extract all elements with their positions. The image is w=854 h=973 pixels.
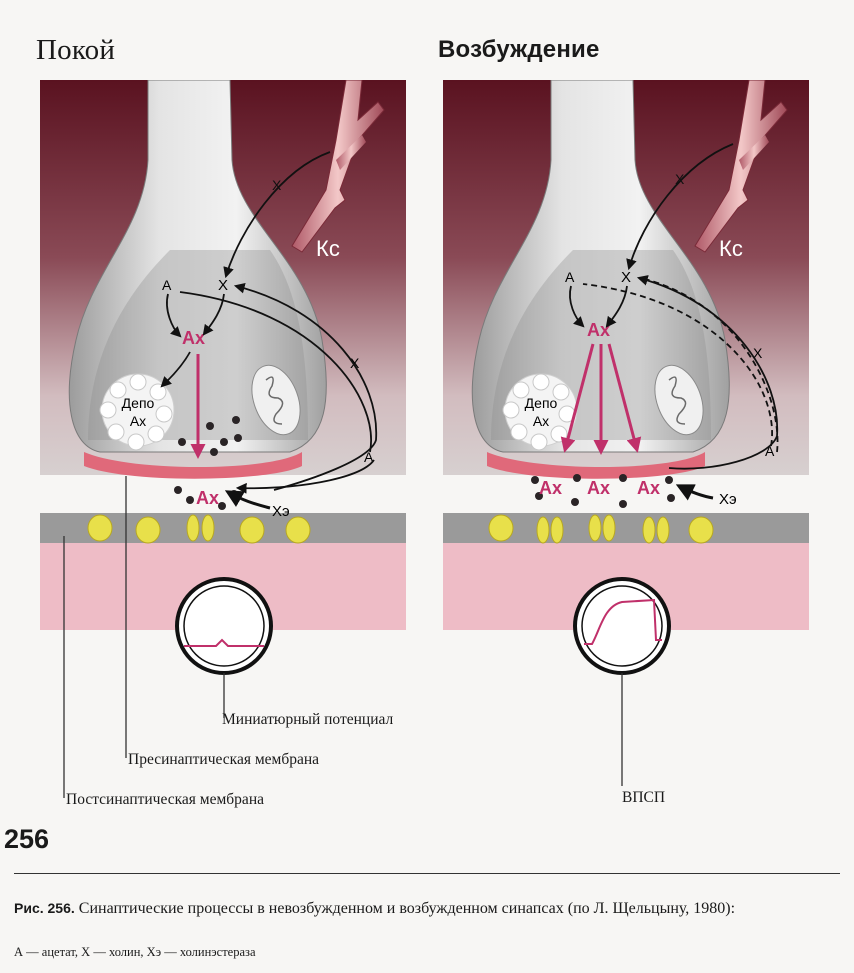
- miniature-potential-scope: [175, 577, 273, 675]
- acetate-label-loop: А: [765, 443, 775, 459]
- panel-excitation: Кс Депо Ах А Х Ах Ах Ах Ах Хэ Х Х А: [443, 80, 809, 630]
- caption-legend: А — ацетат, Х — холин, Хэ — холинэстераз…: [14, 945, 256, 959]
- depot-label-1: Депо: [525, 395, 558, 411]
- acetylcholine-label-cleft-3: Ах: [637, 478, 660, 498]
- cholinesterase-label: Хэ: [272, 503, 290, 520]
- acetate-label: А: [565, 269, 575, 285]
- capillary-label: Кс: [719, 236, 743, 261]
- presynaptic-membrane: [84, 452, 302, 479]
- mitochondrion: [654, 364, 704, 436]
- excitation-synapse-diagram: Кс Депо Ах А Х Ах Ах Ах Ах Хэ Х Х А: [443, 80, 809, 630]
- choline-label-capillary: Х: [675, 171, 685, 187]
- acetylcholine-label-terminal: Ах: [182, 328, 205, 348]
- capillary: [291, 80, 385, 253]
- acetylcholine-label-cleft: Ах: [196, 488, 219, 508]
- page-number: 256: [4, 824, 50, 854]
- caption-prefix: Рис. 256.: [14, 900, 75, 916]
- choline-label-capillary: Х: [272, 177, 282, 193]
- epsp-scope: [573, 577, 671, 675]
- acetylcholine-depot: [99, 373, 175, 451]
- cholinesterase-label: Хэ: [719, 491, 737, 508]
- leader-lines: [63, 476, 623, 798]
- reaction-arrows: [160, 151, 378, 510]
- acetylcholine-label-terminal: Ах: [587, 320, 610, 340]
- label-presynaptic-membrane: Пресинаптическая мембрана: [128, 751, 320, 768]
- choline-label-loop: Х: [753, 345, 763, 361]
- presynaptic-membrane: [487, 452, 705, 479]
- label-miniature-potential: Миниатюрный потенциал: [222, 711, 394, 728]
- label-postsynaptic-membrane: Постсинаптическая мембрана: [66, 791, 264, 808]
- choline-label-terminal: Х: [621, 269, 631, 286]
- label-epsp: ВПСП: [622, 789, 666, 806]
- title-excitation: Возбуждение: [438, 36, 600, 63]
- depot-label-2: Ах: [130, 413, 146, 429]
- receptor-channels: [488, 514, 714, 544]
- acetylcholine-depot: [502, 373, 578, 451]
- title-rest: Покой: [36, 34, 116, 66]
- presynaptic-terminal: [471, 80, 730, 453]
- receptor-channels: [87, 514, 311, 544]
- synaptic-vesicles: [531, 474, 675, 508]
- depot-label-1: Депо: [122, 395, 155, 411]
- release-arrows: [560, 343, 642, 455]
- divider: [14, 873, 840, 874]
- caption-text: Синаптические процессы в невозбужденном …: [78, 900, 736, 917]
- depot-label-2: Ах: [533, 413, 549, 429]
- capillary-label: Кс: [316, 236, 340, 261]
- presynaptic-terminal: [68, 80, 327, 453]
- capillary: [694, 80, 788, 253]
- acetate-label-loop: А: [364, 449, 374, 465]
- choline-label-terminal: Х: [218, 277, 228, 294]
- figure-caption: Рис. 256. Синаптические процессы в невоз…: [14, 898, 832, 919]
- mitochondrion: [251, 364, 301, 436]
- choline-label-loop: Х: [350, 355, 360, 371]
- reaction-arrows: [569, 143, 779, 501]
- acetylcholine-label-cleft-2: Ах: [587, 478, 610, 498]
- acetylcholine-label-cleft-1: Ах: [539, 478, 562, 498]
- acetate-label: А: [162, 277, 172, 293]
